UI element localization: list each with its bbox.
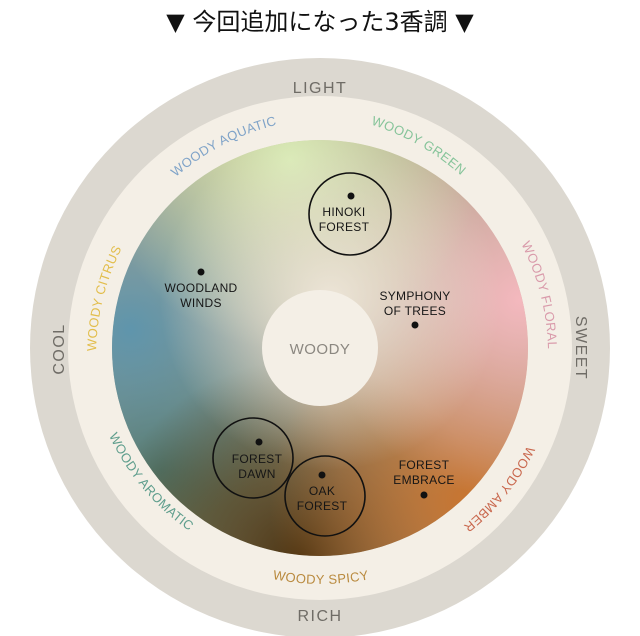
- scent-hinoki-forest[interactable]: HINOKI FOREST: [308, 172, 392, 256]
- scent-label-line-1: OAK: [309, 484, 335, 498]
- scent-label-line-2: DAWN: [238, 467, 275, 481]
- highlight-ring: [212, 417, 294, 499]
- family-label-spicy: WOODY SPICY: [272, 567, 370, 587]
- highlight-ring: [284, 455, 366, 537]
- highlight-ring: [308, 172, 392, 256]
- scent-marker: [411, 321, 419, 329]
- scent-label-line-2: FOREST: [319, 220, 370, 234]
- scent-label-line-2: EMBRACE: [393, 473, 454, 487]
- scent-marker: [420, 491, 428, 499]
- center-label: WOODY: [290, 341, 351, 358]
- scent-label-line-1: FOREST: [399, 458, 450, 472]
- scent-marker: [197, 268, 205, 276]
- scent-label-line-1: SYMPHONY: [379, 289, 450, 303]
- scent-label-line-1: HINOKI: [322, 205, 365, 219]
- scent-marker: [347, 192, 355, 200]
- scent-label-line-2: WINDS: [180, 296, 222, 310]
- scent-woodland-winds[interactable]: WOODLAND WINDS: [164, 268, 237, 311]
- scent-label-line-2: OF TREES: [384, 304, 446, 318]
- scent-oak-forest[interactable]: OAK FOREST: [284, 455, 366, 537]
- scent-label-line-2: FOREST: [297, 499, 348, 513]
- scent-forest-dawn[interactable]: FOREST DAWN: [212, 417, 294, 499]
- scent-marker: [318, 471, 326, 479]
- direction-bottom-label: RICH: [297, 608, 342, 625]
- scent-symphony-of-trees[interactable]: SYMPHONY OF TREES: [379, 289, 450, 329]
- direction-top-label: LIGHT: [293, 80, 348, 97]
- scent-label-line-1: FOREST: [232, 452, 283, 466]
- direction-right-label: SWEET: [572, 316, 589, 380]
- scent-forest-embrace[interactable]: FOREST EMBRACE: [393, 458, 454, 499]
- scent-label-line-1: WOODLAND: [164, 281, 237, 295]
- direction-left-label: COOL: [51, 323, 68, 374]
- center-disc: [262, 290, 378, 406]
- scent-marker: [255, 438, 263, 446]
- heading: ▼ 今回追加になった3香調 ▼: [166, 8, 474, 36]
